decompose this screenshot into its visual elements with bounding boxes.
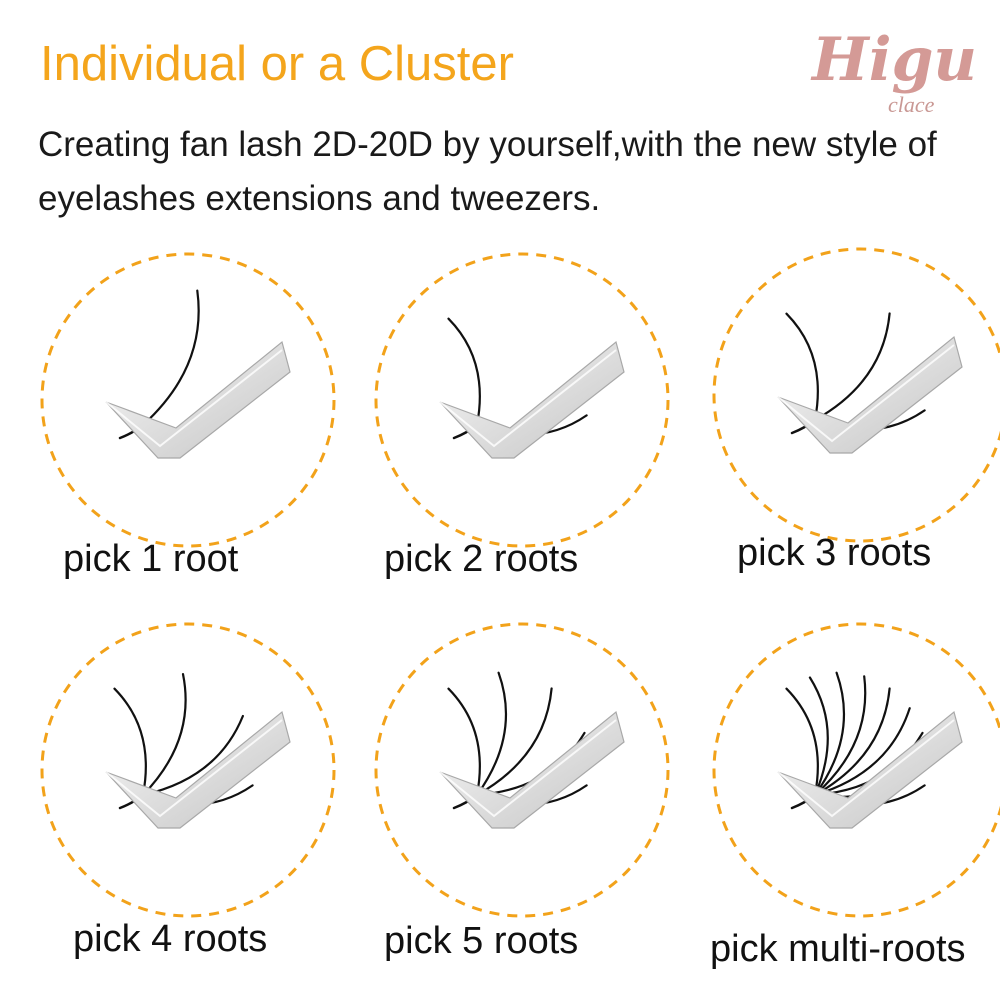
dashed-circle	[374, 252, 670, 548]
label-pick-1: pick 1 root	[63, 538, 239, 580]
tweezer-highlight	[105, 719, 283, 818]
dashed-circle	[712, 247, 1000, 543]
tweezer-tip	[777, 335, 963, 454]
tweezer-tip	[105, 340, 291, 459]
brand-logo: Higu clace	[800, 30, 980, 130]
label-pick-2: pick 2 roots	[384, 538, 579, 580]
label-pick-4: pick 4 roots	[73, 918, 268, 960]
tweezer-lash-graphic	[374, 622, 670, 918]
tweezer-highlight	[777, 719, 955, 818]
lash-strand	[141, 673, 187, 797]
lash-strand	[813, 671, 846, 797]
logo-sub-text: clace	[888, 92, 935, 117]
lash-pick-2-illustration	[372, 250, 672, 550]
tweezer-tip	[105, 710, 291, 829]
lash-strand	[141, 714, 244, 797]
lash-strand	[813, 312, 891, 422]
dashed-circle	[40, 252, 336, 548]
label-pick-multi: pick multi-roots	[710, 928, 966, 970]
lash-strand	[447, 687, 481, 797]
tweezer-highlight	[439, 719, 617, 818]
lash-pick-multi-illustration	[710, 620, 1000, 920]
lash-strand	[785, 687, 819, 797]
lash-pick-5-illustration	[372, 620, 672, 920]
logo-main-text: Higu	[812, 25, 978, 95]
tweezer-arm	[105, 340, 291, 459]
tweezer-highlight	[777, 344, 955, 443]
tweezer-arm	[777, 710, 963, 829]
tweezer-tip	[439, 340, 625, 459]
tweezer-tip	[777, 710, 963, 829]
lash-strand	[447, 317, 481, 427]
lash-strand	[785, 312, 819, 422]
dashed-circle	[374, 622, 670, 918]
label-pick-3: pick 3 roots	[737, 532, 932, 574]
tweezer-arm	[777, 335, 963, 454]
page-title: Individual or a Cluster	[40, 37, 514, 91]
tweezer-tip	[439, 710, 625, 829]
lash-strand	[813, 707, 911, 797]
tweezer-lash-graphic	[712, 247, 1000, 543]
dashed-circle	[40, 622, 336, 918]
tweezer-arm	[439, 340, 625, 459]
dashed-circle	[712, 622, 1000, 918]
lash-strand	[141, 289, 200, 427]
tweezer-lash-graphic	[712, 622, 1000, 918]
lash-strand	[813, 687, 891, 797]
lash-strand	[475, 687, 553, 797]
lash-pick-4-illustration	[38, 620, 338, 920]
tweezer-lash-graphic	[374, 252, 670, 548]
lash-strand	[475, 671, 508, 797]
tweezer-highlight	[105, 349, 283, 448]
lash-strand	[113, 687, 147, 797]
lash-strand	[813, 675, 867, 797]
tweezer-arm	[105, 710, 291, 829]
lash-pick-3-illustration	[710, 245, 1000, 545]
tweezer-lash-graphic	[40, 252, 336, 548]
tweezer-lash-graphic	[40, 622, 336, 918]
tweezer-arm	[439, 710, 625, 829]
tweezer-highlight	[439, 349, 617, 448]
page-subtitle: Creating fan lash 2D-20D by yourself,wit…	[38, 125, 937, 218]
label-pick-5: pick 5 roots	[384, 920, 579, 962]
lash-strand	[808, 676, 829, 797]
lash-pick-1-illustration	[38, 250, 338, 550]
